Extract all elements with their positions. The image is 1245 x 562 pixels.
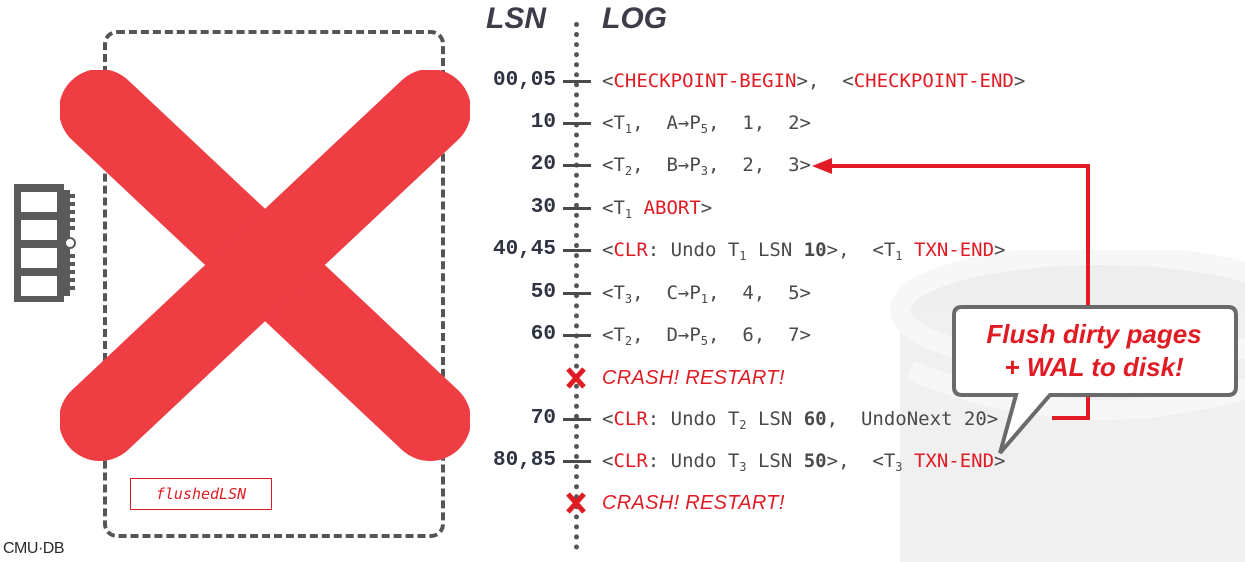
tick: [563, 460, 591, 463]
log-entry-text: <CLR: Undo T2 LSN 60, UndoNext 20>: [602, 408, 999, 432]
flushed-lsn-label: flushedLSN: [130, 478, 272, 510]
tick: [563, 334, 591, 337]
log-header: LOG: [602, 2, 667, 35]
footer-logo: CMU·DB: [3, 540, 65, 557]
undo-next-arrow: [812, 158, 1090, 420]
tick: [563, 418, 591, 421]
log-entry: <T3, C→P1, 4, 5>: [602, 279, 811, 307]
lsn-value: 50: [530, 281, 556, 304]
crash-marker-icon: [566, 492, 586, 514]
callout-line-1: Flush dirty pages: [986, 319, 1202, 349]
log-entry-text: <T2, D→P5, 6, 7>: [602, 324, 811, 348]
log-entry-text: <T2, B→P3, 2, 3>: [602, 154, 811, 178]
crash-restart-label: CRASH! RESTART!: [602, 367, 785, 389]
log-entry-text: <CHECKPOINT-BEGIN>, <CHECKPOINT-END>: [602, 70, 1026, 92]
timeline-axis: [574, 22, 579, 550]
log-entry: <T1 ABORT>: [602, 194, 712, 222]
buffer-pool-box: [103, 30, 445, 538]
tick: [563, 164, 591, 167]
log-entry: <CHECKPOINT-BEGIN>, <CHECKPOINT-END>: [602, 67, 1025, 95]
log-entry-text: <CLR: Undo T3 LSN 50>, <T3 TXN-END>: [602, 450, 1006, 474]
tick: [563, 80, 591, 83]
tick: [563, 292, 591, 295]
log-entry: <T1, A→P5, 1, 2>: [602, 109, 811, 137]
lsn-value: 80,85: [492, 449, 556, 472]
log-entry-text: <CLR: Undo T1 LSN 10>, <T1 TXN-END>: [602, 239, 1006, 263]
log-entry: <T2, B→P3, 2, 3>: [602, 151, 811, 179]
crash-x-icon: [60, 70, 470, 461]
tick: [563, 122, 591, 125]
lsn-value: 20: [530, 153, 556, 176]
callout-line-2: + WAL to disk!: [1004, 352, 1184, 382]
lsn-value: 40,45: [492, 238, 556, 261]
log-entry: <CLR: Undo T3 LSN 50>, <T3 TXN-END>: [602, 447, 1005, 475]
lsn-value: 00,05: [492, 69, 556, 92]
lsn-value: 70: [530, 407, 556, 430]
log-entry: <CLR: Undo T2 LSN 60, UndoNext 20>: [602, 405, 998, 433]
log-entry-text: <T1 ABORT>: [602, 197, 713, 221]
lsn-value: 10: [530, 111, 556, 134]
crash-restart-label: CRASH! RESTART!: [602, 492, 785, 514]
memory-chip-icon: [14, 184, 76, 302]
lsn-header: LSN: [486, 2, 546, 35]
crash-marker-icon: [566, 367, 586, 389]
log-entry: <CLR: Undo T1 LSN 10>, <T1 TXN-END>: [602, 236, 1005, 264]
lsn-value: 30: [530, 196, 556, 219]
callout-bubble: [952, 305, 1238, 455]
lsn-value: 60: [530, 323, 556, 346]
callout-text: Flush dirty pages + WAL to disk!: [958, 318, 1230, 384]
tick: [563, 207, 591, 210]
log-entry-text: <T3, C→P1, 4, 5>: [602, 282, 811, 306]
tick: [563, 249, 591, 252]
log-entry: <T2, D→P5, 6, 7>: [602, 321, 811, 349]
log-entry-text: <T1, A→P5, 1, 2>: [602, 112, 811, 136]
